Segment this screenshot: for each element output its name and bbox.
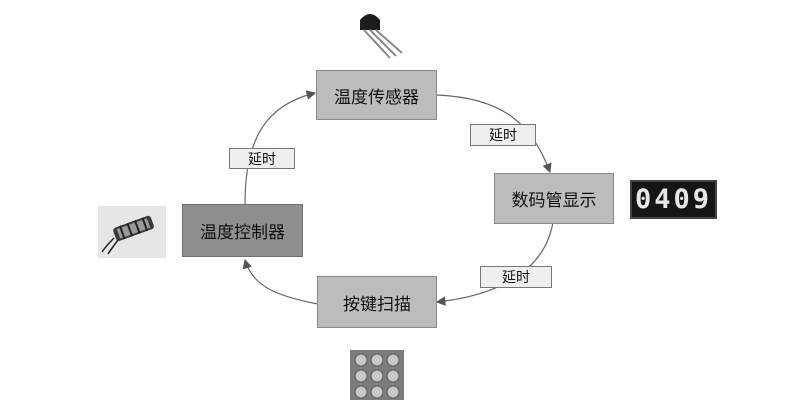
delay-label-bottom-right: 延时 bbox=[480, 266, 552, 288]
heater-element-icon bbox=[98, 206, 166, 258]
block-temp-controller: 温度控制器 bbox=[182, 204, 303, 257]
block-key-scan: 按键扫描 bbox=[317, 276, 437, 328]
delay-label-left: 延时 bbox=[229, 148, 295, 169]
delay-label-top-right: 延时 bbox=[470, 124, 536, 146]
arrow-sensor-to-display bbox=[436, 94, 552, 174]
seven-segment-display-icon: 0409 bbox=[630, 180, 717, 219]
display-readout: 0409 bbox=[634, 184, 713, 215]
block-display: 数码管显示 bbox=[494, 173, 614, 224]
arrow-display-to-keyscan bbox=[435, 221, 554, 306]
transistor-sensor-icon bbox=[360, 14, 403, 59]
arrow-keyscan-to-controller bbox=[242, 258, 319, 305]
keypad-icon bbox=[350, 350, 404, 400]
block-temp-sensor: 温度传感器 bbox=[316, 70, 437, 120]
arrow-controller-to-sensor bbox=[244, 90, 317, 205]
